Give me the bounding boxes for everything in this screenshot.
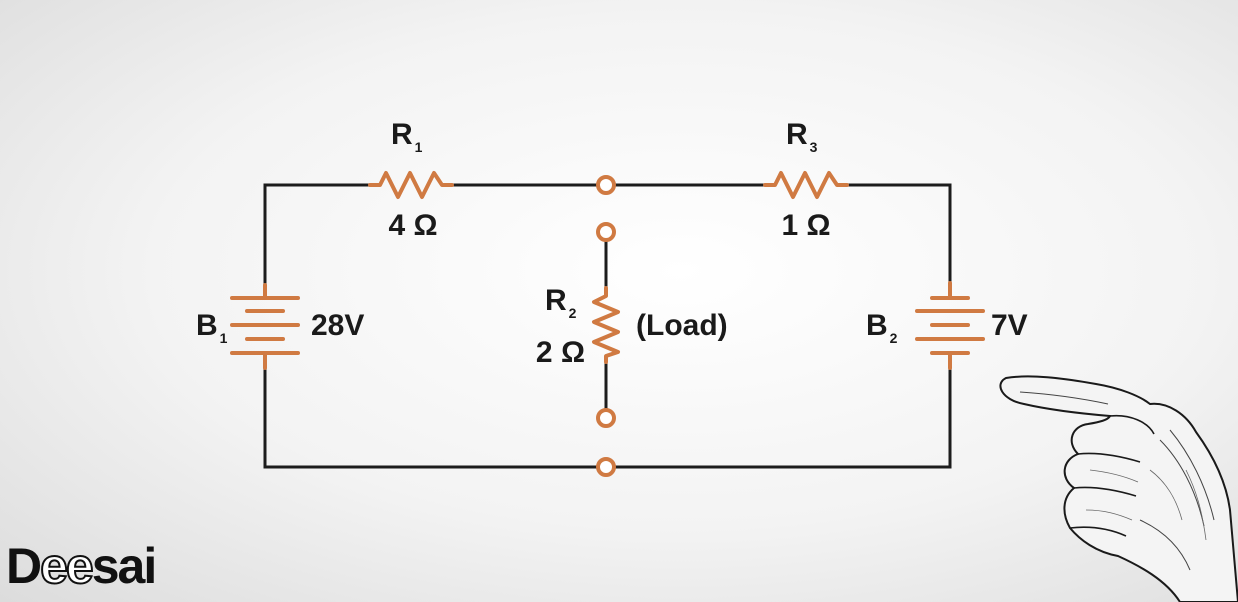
- terminal-load-top: [596, 222, 616, 242]
- r2-note: (Load): [636, 309, 728, 342]
- deesai-logo: Deesai: [6, 536, 158, 596]
- b2-value: 7V: [991, 309, 1028, 342]
- node-bottom: [596, 457, 616, 477]
- pointing-hand-icon: [999, 375, 1238, 602]
- r1-value: 4 Ω: [388, 209, 437, 242]
- terminal-load-bottom: [596, 408, 616, 428]
- node-top: [596, 175, 616, 195]
- battery-b1: [230, 283, 300, 370]
- circuit-wires: [263, 183, 952, 469]
- b1-value: 28V: [311, 309, 364, 342]
- resistor-r2: [592, 286, 620, 364]
- logo-part-2: ee: [39, 537, 95, 595]
- logo-part-3: sai: [91, 538, 158, 594]
- resistor-r1: [368, 171, 454, 199]
- logo-part-1: D: [6, 538, 42, 594]
- r3-value: 1 Ω: [781, 209, 830, 242]
- battery-b2: [915, 281, 985, 370]
- r2-value: 2 Ω: [536, 336, 585, 369]
- resistor-r3: [763, 171, 849, 199]
